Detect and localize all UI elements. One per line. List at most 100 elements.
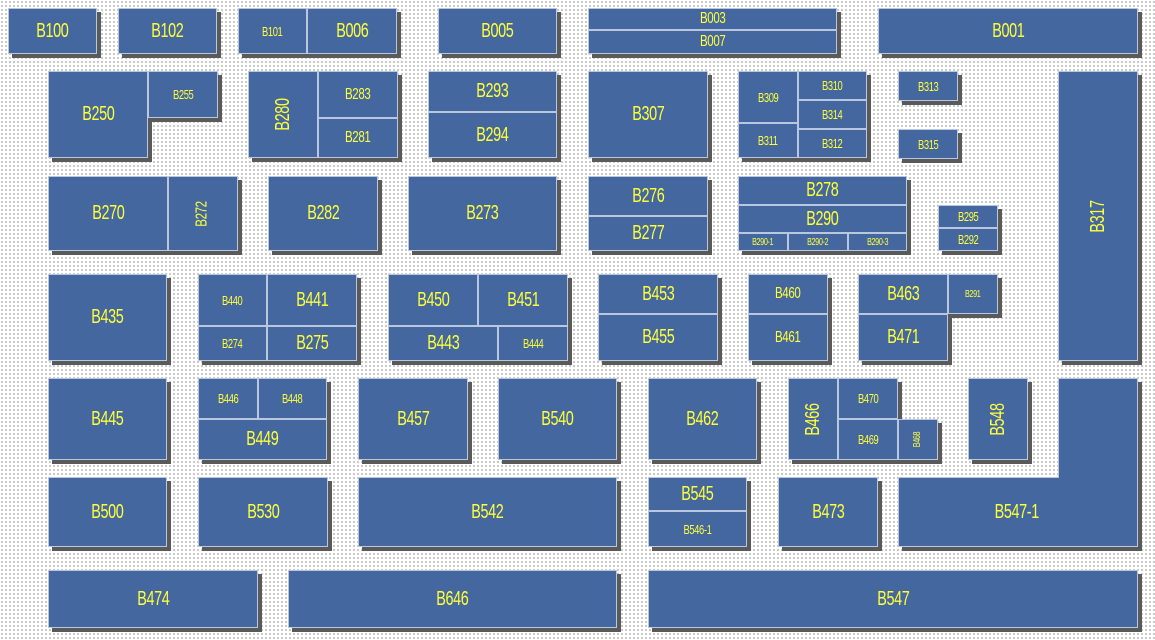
room-b272[interactable]: B272 — [168, 176, 238, 251]
room-b468[interactable]: B468 — [898, 419, 938, 460]
room-label: B540 — [541, 407, 574, 430]
room-b006[interactable]: B006 — [307, 8, 397, 54]
room-b500[interactable]: B500 — [48, 477, 167, 547]
room-join — [1059, 476, 1137, 479]
room-b440[interactable]: B440 — [198, 274, 267, 326]
room-b005[interactable]: B005 — [438, 8, 557, 54]
room-b530[interactable]: B530 — [198, 477, 328, 547]
room-b295[interactable]: B295 — [938, 205, 998, 228]
room-b101[interactable]: B101 — [238, 8, 307, 54]
room-b461[interactable]: B461 — [748, 314, 828, 361]
room-b450[interactable]: B450 — [388, 274, 478, 326]
room-b255[interactable]: B255 — [148, 71, 218, 118]
room-b453[interactable]: B453 — [598, 274, 718, 314]
room-b547-1[interactable]: B547-1 — [898, 477, 1138, 547]
room-b276[interactable]: B276 — [588, 176, 708, 216]
room-b466[interactable]: B466 — [788, 378, 838, 460]
room-b646[interactable]: B646 — [288, 570, 617, 628]
room-b290-3[interactable]: B290-3 — [848, 233, 907, 251]
room-b274[interactable]: B274 — [198, 326, 267, 361]
room-b290-2[interactable]: B290-2 — [788, 233, 848, 251]
room-label: B277 — [631, 222, 665, 244]
room-b317[interactable]: B317 — [1058, 71, 1138, 361]
room-b280[interactable]: B280 — [248, 71, 318, 158]
room-label: B290-1 — [752, 236, 774, 248]
room-b283[interactable]: B283 — [318, 71, 398, 118]
room-b100[interactable]: B100 — [8, 8, 97, 54]
room-label: B006 — [335, 19, 369, 42]
room-label: B462 — [686, 407, 719, 430]
room-label: B445 — [91, 407, 124, 430]
room-b313[interactable]: B313 — [898, 71, 958, 101]
room-label: B278 — [806, 179, 839, 201]
room-label: B312 — [822, 136, 843, 151]
room-b441[interactable]: B441 — [267, 274, 357, 326]
room-b281[interactable]: B281 — [318, 118, 398, 158]
room-label: B469 — [857, 432, 879, 447]
room-b463[interactable]: B463 — [858, 274, 948, 314]
room-b003[interactable]: B003 — [588, 8, 837, 30]
room-b473[interactable]: B473 — [778, 477, 878, 547]
room-b309[interactable]: B309 — [738, 71, 798, 123]
room-b469[interactable]: B469 — [838, 419, 898, 460]
room-b294[interactable]: B294 — [428, 112, 557, 158]
room-label: B548 — [986, 402, 1009, 436]
room-b457[interactable]: B457 — [358, 378, 468, 460]
room-b547-1-arm[interactable] — [1058, 378, 1138, 478]
room-b102[interactable]: B102 — [118, 8, 217, 54]
room-b471[interactable]: B471 — [858, 314, 948, 361]
room-b474[interactable]: B474 — [48, 570, 258, 628]
room-b443[interactable]: B443 — [388, 326, 498, 361]
room-b312[interactable]: B312 — [798, 129, 867, 158]
room-b001[interactable]: B001 — [878, 8, 1138, 54]
room-b293[interactable]: B293 — [428, 71, 557, 112]
room-b270[interactable]: B270 — [48, 176, 168, 251]
room-label: B272 — [194, 200, 211, 227]
room-label: B292 — [957, 232, 979, 247]
room-b548[interactable]: B548 — [968, 378, 1028, 460]
room-label: B473 — [811, 500, 845, 523]
room-b273[interactable]: B273 — [408, 176, 557, 251]
room-b470[interactable]: B470 — [838, 378, 898, 419]
room-b277[interactable]: B277 — [588, 216, 708, 251]
room-b445[interactable]: B445 — [48, 378, 167, 460]
room-b314[interactable]: B314 — [798, 100, 867, 129]
room-b307[interactable]: B307 — [588, 71, 708, 158]
room-label: B530 — [246, 500, 280, 523]
room-b278[interactable]: B278 — [738, 176, 907, 205]
room-b282[interactable]: B282 — [268, 176, 378, 251]
room-b310[interactable]: B310 — [798, 71, 867, 100]
room-b542[interactable]: B542 — [358, 477, 617, 547]
room-label: B290 — [806, 207, 839, 230]
room-b444[interactable]: B444 — [498, 326, 568, 361]
room-b007[interactable]: B007 — [588, 30, 837, 54]
room-b540[interactable]: B540 — [498, 378, 617, 460]
room-b435[interactable]: B435 — [48, 274, 167, 361]
room-b315[interactable]: B315 — [898, 129, 958, 159]
room-label: B466 — [801, 402, 824, 436]
room-b545[interactable]: B545 — [648, 477, 747, 511]
room-b455[interactable]: B455 — [598, 314, 718, 361]
room-label: B457 — [396, 407, 430, 430]
room-b446[interactable]: B446 — [198, 378, 258, 419]
room-label: B315 — [917, 136, 939, 152]
room-label: B547 — [876, 587, 910, 610]
room-b290[interactable]: B290 — [738, 205, 907, 233]
room-b448[interactable]: B448 — [258, 378, 327, 419]
room-b462[interactable]: B462 — [648, 378, 757, 460]
room-b250[interactable]: B250 — [48, 71, 148, 158]
room-label: B275 — [295, 332, 329, 354]
room-label: B311 — [758, 133, 778, 148]
room-label: B313 — [917, 78, 939, 94]
room-b546-1[interactable]: B546-1 — [648, 511, 747, 547]
room-b291[interactable]: B291 — [948, 274, 998, 314]
room-label: B545 — [681, 482, 714, 505]
room-b547[interactable]: B547 — [648, 570, 1138, 628]
room-b311[interactable]: B311 — [738, 123, 798, 158]
room-b292[interactable]: B292 — [938, 228, 998, 251]
room-b290-1[interactable]: B290-1 — [738, 233, 788, 251]
room-b460[interactable]: B460 — [748, 274, 828, 314]
room-b449[interactable]: B449 — [198, 419, 327, 460]
room-b275[interactable]: B275 — [267, 326, 357, 361]
room-b451[interactable]: B451 — [478, 274, 568, 326]
